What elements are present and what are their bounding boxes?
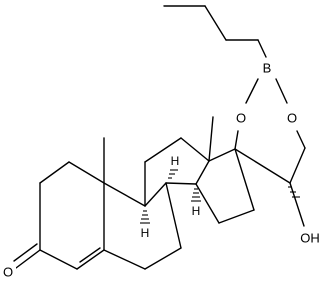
hydrogen-c8-label: H xyxy=(171,154,180,168)
bond-c6-c5 xyxy=(103,249,146,270)
hash-bond-c20-ring xyxy=(288,186,300,198)
boron-atom-label: B xyxy=(263,61,272,76)
bond-o-left-c17 xyxy=(234,130,239,150)
atom-labels: B O O OH O H H H xyxy=(0,58,324,282)
bond-butyl-2 xyxy=(204,5,227,41)
bond-b-o-left xyxy=(245,78,259,104)
bond-c8-c14 xyxy=(165,182,197,185)
bond-b-o-right xyxy=(275,78,288,104)
bond-c13-c17 xyxy=(208,148,236,162)
bond-c3-c4 xyxy=(39,249,78,270)
hash-bond-c8-h xyxy=(168,169,178,179)
ketone-oxygen-label: O xyxy=(3,265,13,280)
stereo-bonds xyxy=(140,169,300,224)
ring-oxygen-right-label: O xyxy=(287,111,297,126)
hash-bond-c14-h xyxy=(191,188,201,202)
hydroxyl-label: OH xyxy=(300,231,320,246)
bond-c12-c11 xyxy=(144,137,182,163)
bond-c3-o-second xyxy=(13,243,38,262)
hash-bond-c9-h xyxy=(140,210,150,224)
bond-c4-c5-second xyxy=(79,247,101,263)
bond-c13-c12 xyxy=(180,137,210,162)
double-bonds xyxy=(13,243,105,270)
bond-c4-c5 xyxy=(76,249,105,270)
hydrogen-c9-label: H xyxy=(141,226,150,240)
bond-c15-c14 xyxy=(195,183,220,224)
bond-c7-c6 xyxy=(144,247,182,270)
bond-c14-c13 xyxy=(195,160,210,185)
bond-c13-methyl xyxy=(208,116,214,162)
bond-c20-c17 xyxy=(234,148,291,184)
bond-c20-oh xyxy=(289,182,305,227)
bond-c1-c2 xyxy=(39,161,70,184)
bond-ch2-c20 xyxy=(289,147,306,184)
bond-c10-c1 xyxy=(68,161,105,184)
bond-butyl-b xyxy=(257,39,267,58)
bond-c17-c16 xyxy=(234,148,255,211)
ring-oxygen-left-label: O xyxy=(236,111,246,126)
bond-o-right-ch2 xyxy=(296,130,306,149)
hydrogen-c14-label: H xyxy=(192,204,201,218)
bond-c9-c10 xyxy=(103,182,146,207)
bond-c8-c7 xyxy=(165,182,182,249)
bond-c3-o xyxy=(15,249,41,269)
bond-c16-c15 xyxy=(218,209,255,224)
single-bonds xyxy=(39,5,306,270)
bond-c9-c8 xyxy=(144,182,167,207)
